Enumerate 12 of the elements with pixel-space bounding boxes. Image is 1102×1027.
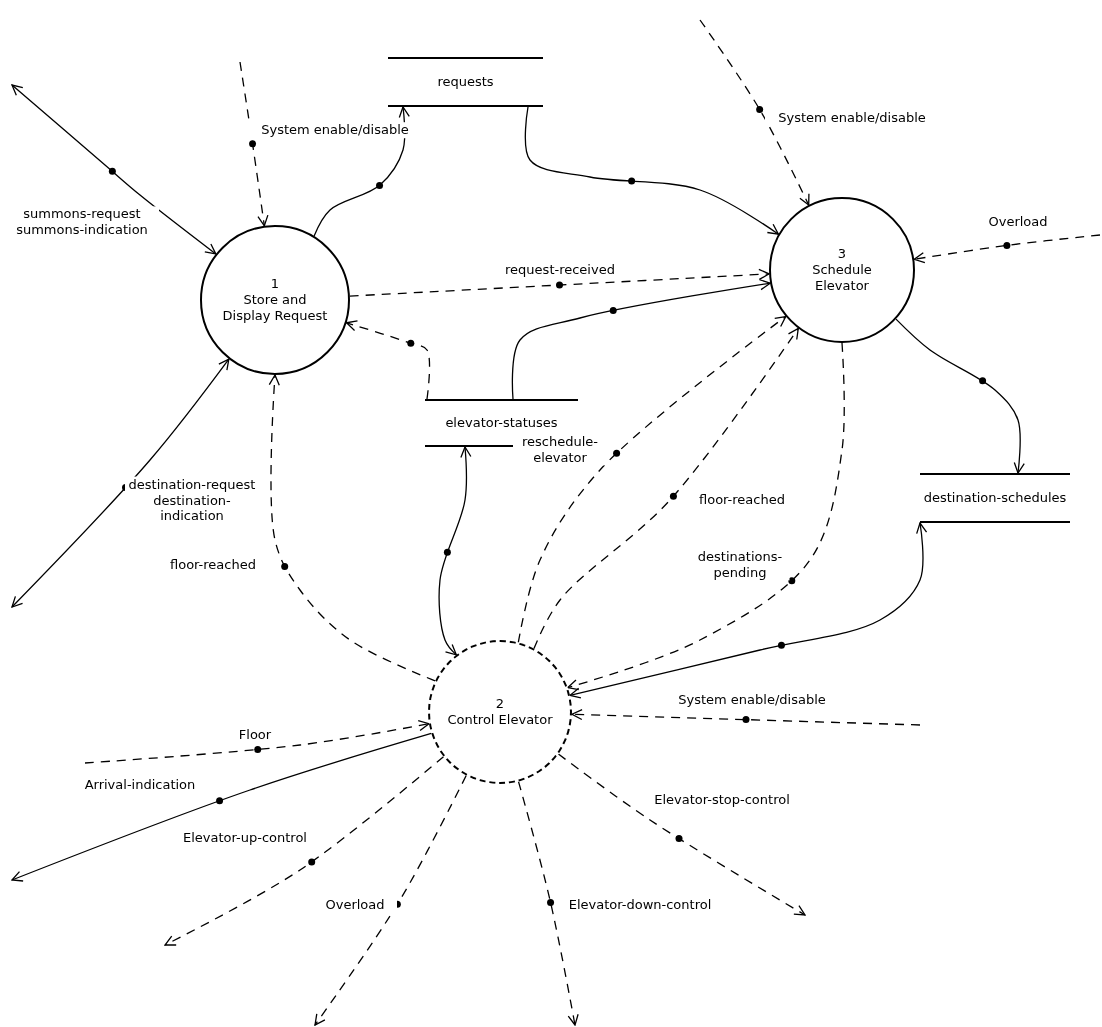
data-store [388, 57, 543, 107]
process-number: 3 [837, 245, 847, 262]
flow-label: reschedule-elevator [513, 434, 607, 466]
store-name: elevator-statuses [445, 414, 558, 432]
process-name: Store and Display Request [221, 291, 329, 325]
process-number: 1 [270, 275, 280, 292]
process-number: 2 [495, 695, 505, 712]
process-name: Control Elevator [447, 712, 553, 729]
process-name: Schedule Elevator [811, 261, 873, 295]
store-name: destination-schedules [923, 489, 1067, 507]
data-store [920, 473, 1070, 523]
store-name: requests [437, 73, 494, 91]
